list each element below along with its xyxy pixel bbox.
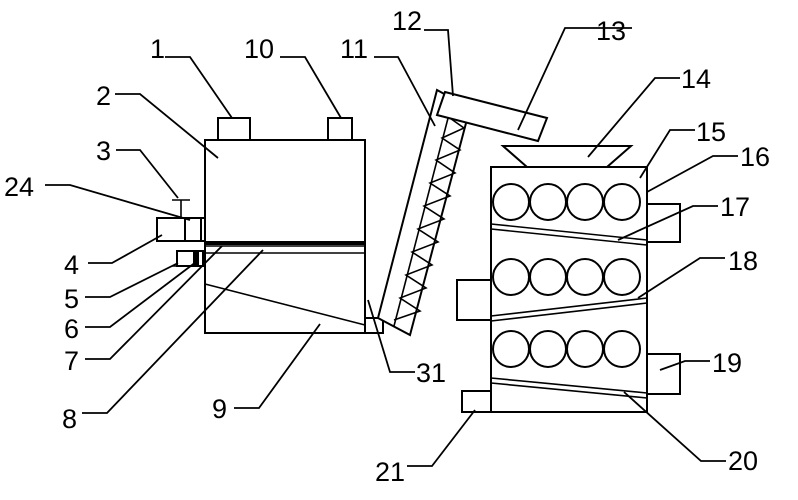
- side-coupling: [184, 217, 202, 242]
- motor-10: [327, 117, 353, 141]
- screw-flights: [393, 115, 466, 321]
- label-15: 15: [696, 117, 726, 147]
- label-12: 12: [392, 6, 422, 36]
- label-24: 24: [4, 172, 34, 202]
- label-11: 11: [340, 34, 368, 64]
- part-labels: 1 2 3 24 4 5 6 7 8 9 10 11 12 13 14 15 1…: [4, 6, 770, 487]
- roller: [492, 330, 530, 368]
- roller-row-1: [492, 183, 641, 221]
- motor-1: [217, 117, 251, 141]
- roller: [529, 330, 567, 368]
- roller: [529, 183, 567, 221]
- roller: [603, 330, 641, 368]
- feed-hopper: [500, 145, 634, 168]
- label-7: 7: [64, 346, 79, 376]
- roller-row-2: [492, 258, 641, 296]
- bracket-5: [176, 250, 204, 267]
- label-13: 13: [596, 16, 626, 46]
- label-4: 4: [64, 250, 79, 280]
- roller: [603, 183, 641, 221]
- label-9: 9: [212, 394, 227, 424]
- label-31: 31: [416, 358, 446, 388]
- label-6: 6: [64, 314, 79, 344]
- roller: [492, 258, 530, 296]
- leader-lines: [45, 27, 738, 467]
- label-10: 10: [244, 34, 274, 64]
- roller: [566, 258, 604, 296]
- inclined-screen-20: [490, 377, 648, 399]
- label-16: 16: [740, 142, 770, 172]
- bottom-outlet-21: [461, 390, 492, 413]
- screen-plate: [205, 241, 365, 245]
- inclined-screen-17: [490, 223, 648, 246]
- label-19: 19: [712, 348, 742, 378]
- label-5: 5: [64, 284, 79, 314]
- inclined-bottom-plate: [204, 283, 366, 326]
- label-20: 20: [728, 446, 758, 476]
- label-2: 2: [96, 81, 111, 111]
- side-outlet-right-upper: [646, 203, 681, 243]
- label-18: 18: [728, 246, 758, 276]
- side-outlet-19: [646, 353, 681, 395]
- upper-housing: [204, 139, 366, 334]
- roller: [566, 330, 604, 368]
- label-3: 3: [96, 136, 111, 166]
- roller: [566, 183, 604, 221]
- inclined-screen-18: [490, 297, 648, 322]
- label-14: 14: [681, 64, 711, 94]
- label-8: 8: [62, 404, 77, 434]
- right-housing-group: [456, 145, 681, 413]
- roller: [603, 258, 641, 296]
- side-outlet-left: [456, 279, 492, 321]
- bracket-pin: [193, 251, 199, 266]
- label-1: 1: [150, 34, 165, 64]
- roller-row-3: [492, 330, 641, 368]
- roller: [492, 183, 530, 221]
- left-housing-group: [156, 117, 384, 334]
- conveyor-shaft: [393, 98, 454, 327]
- roller: [529, 258, 567, 296]
- label-21: 21: [375, 457, 405, 487]
- label-17: 17: [720, 192, 750, 222]
